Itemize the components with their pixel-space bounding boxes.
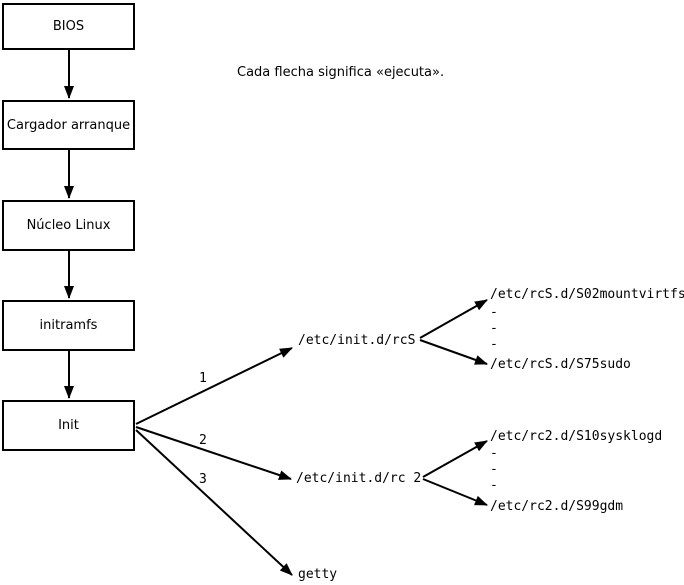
node-linux-kernel: Núcleo Linux: [2, 200, 135, 251]
branch-number-1: 1: [199, 371, 207, 386]
node-bootloader: Cargador arranque: [2, 100, 135, 150]
path-getty: getty: [298, 567, 338, 582]
legend-note: Cada flecha significa «ejecuta».: [237, 65, 445, 80]
node-bios: BIOS: [2, 3, 135, 50]
arrow-init-to-getty: [135, 429, 293, 576]
ellipsis-dash: -: [490, 337, 498, 352]
node-linux-kernel-label: Núcleo Linux: [26, 218, 111, 233]
node-initramfs-label: initramfs: [39, 318, 98, 333]
arrow-rcS-to-first-script: [419, 299, 488, 339]
arrow-init-to-rc2: [135, 426, 292, 480]
arrow-rc2-to-first-script: [422, 440, 488, 478]
arrow-rc2-to-last-script: [422, 478, 488, 506]
ellipsis-dash: -: [490, 446, 498, 461]
node-init: Init: [2, 400, 135, 451]
path-rcS-first-script: /etc/rcS.d/S02mountvirtfs: [490, 287, 684, 302]
path-rcS-last-script: /etc/rcS.d/S75sudo: [490, 357, 631, 372]
path-rc2-last-script: /etc/rc2.d/S99gdm: [490, 499, 624, 514]
path-init-d-rc2: /etc/init.d/rc 2: [296, 471, 422, 486]
node-init-label: Init: [58, 418, 79, 433]
ellipsis-dash: -: [490, 462, 498, 477]
branch-number-3: 3: [199, 472, 207, 487]
node-bios-label: BIOS: [52, 19, 85, 34]
ellipsis-dash: -: [490, 321, 498, 336]
arrow-rcS-to-last-script: [419, 339, 488, 365]
ellipsis-dash: -: [490, 305, 498, 320]
arrow-init-to-rcS: [135, 347, 293, 425]
ellipsis-dash: -: [490, 478, 498, 493]
node-initramfs: initramfs: [2, 300, 135, 351]
node-bootloader-label: Cargador arranque: [6, 117, 131, 133]
path-init-d-rcS: /etc/init.d/rcS: [298, 333, 416, 348]
branch-number-2: 2: [199, 433, 207, 448]
path-rc2-first-script: /etc/rc2.d/S10sysklogd: [490, 429, 663, 444]
